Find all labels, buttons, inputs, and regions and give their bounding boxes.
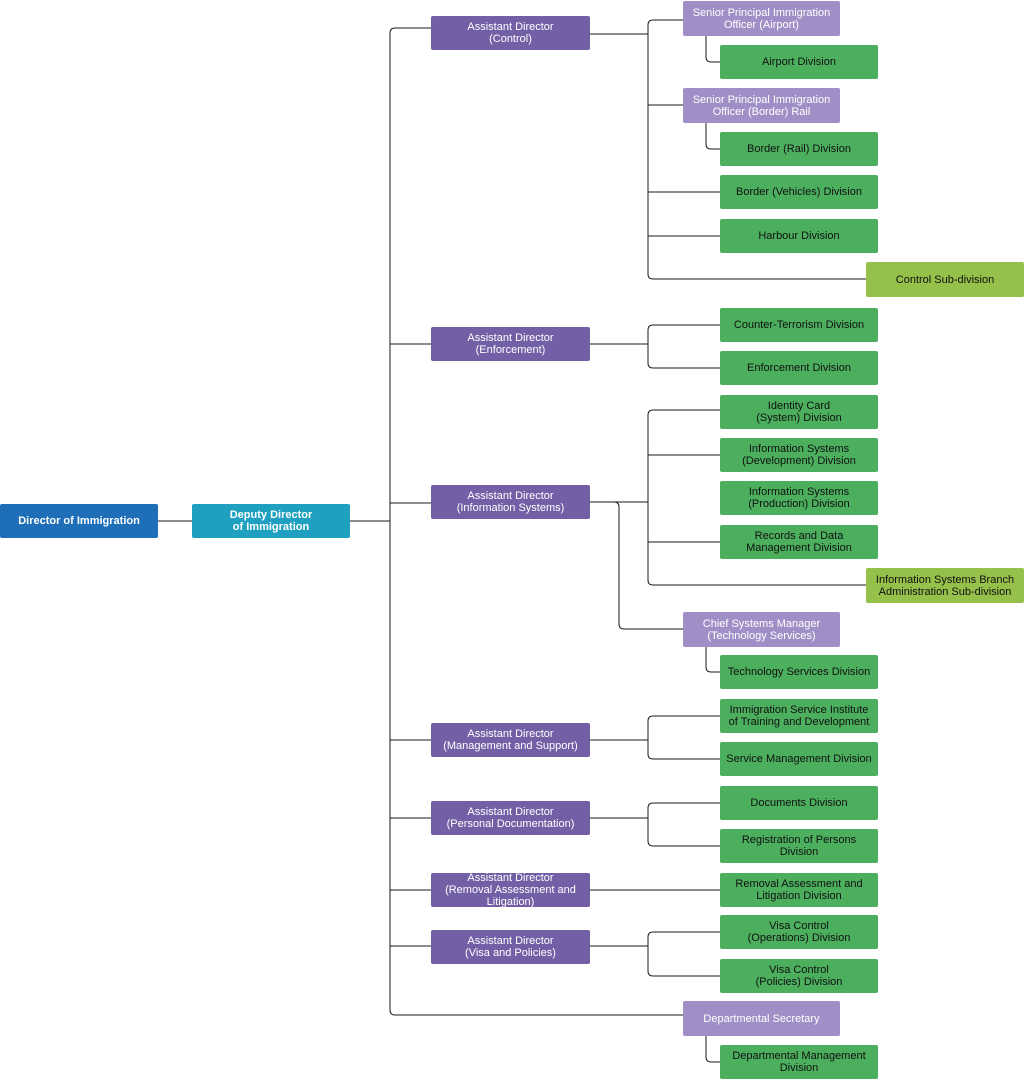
registration-persons-division-label: Registration of Persons Division (741, 834, 857, 858)
control-subdivision-node: Control Sub-division (866, 262, 1024, 297)
ad-enforcement-label: Assistant Director (Enforcement) (467, 332, 554, 356)
registration-persons-division-node: Registration of Persons Division (720, 829, 878, 863)
documents-division-node: Documents Division (720, 786, 878, 820)
is-production-division-node: Information Systems (Production) Divisio… (720, 481, 878, 515)
enforcement-division-node: Enforcement Division (720, 351, 878, 385)
director-label: Director of Immigration (18, 515, 140, 527)
ad-removal-assessment-node: Assistant Director (Removal Assessment a… (431, 872, 590, 908)
ad-enforcement-node: Assistant Director (Enforcement) (431, 327, 590, 361)
identity-card-division-node: Identity Card (System) Division (720, 395, 878, 429)
director-node: Director of Immigration (0, 504, 158, 538)
enforcement-division-label: Enforcement Division (747, 362, 851, 374)
spio-rail-node: Senior Principal Immigration Officer (Bo… (683, 88, 840, 123)
ad-removal-assessment-label: Assistant Director (Removal Assessment a… (445, 872, 576, 908)
documents-division-label: Documents Division (750, 797, 848, 809)
control-subdivision-label: Control Sub-division (895, 273, 995, 286)
ad-management-support-node: Assistant Director (Management and Suppo… (431, 723, 590, 757)
ad-information-systems-label: Assistant Director (Information Systems) (456, 490, 565, 514)
ad-personal-documentation-label: Assistant Director (Personal Documentati… (446, 806, 575, 830)
removal-assessment-division-label: Removal Assessment and Litigation Divisi… (735, 878, 863, 902)
ad-control-label: Assistant Director (Control) (467, 21, 554, 45)
border-vehicles-division-label: Border (Vehicles) Division (736, 186, 862, 198)
departmental-management-division-node: Departmental Management Division (720, 1045, 878, 1079)
chief-systems-manager-label: Chief Systems Manager (Technology Servic… (702, 617, 821, 642)
records-data-division-label: Records and Data Management Division (746, 530, 852, 554)
spio-airport-node: Senior Principal Immigration Officer (Ai… (683, 1, 840, 36)
technology-services-division-node: Technology Services Division (720, 655, 878, 689)
institute-training-division-label: Immigration Service Institute of Trainin… (728, 704, 870, 728)
spio-airport-label: Senior Principal Immigration Officer (Ai… (692, 6, 831, 31)
airport-division-node: Airport Division (720, 45, 878, 79)
is-development-division-label: Information Systems (Development) Divisi… (742, 443, 856, 467)
airport-division-label: Airport Division (762, 56, 836, 68)
departmental-secretary-label: Departmental Secretary (703, 1012, 820, 1025)
records-data-division-node: Records and Data Management Division (720, 525, 878, 559)
is-admin-subdivision-label: Information Systems Branch Administratio… (875, 573, 1015, 598)
ad-information-systems-node: Assistant Director (Information Systems) (431, 485, 590, 519)
institute-training-division-node: Immigration Service Institute of Trainin… (720, 699, 878, 733)
ad-visa-policies-label: Assistant Director (Visa and Policies) (465, 935, 556, 959)
is-production-division-label: Information Systems (Production) Divisio… (748, 486, 850, 510)
is-admin-subdivision-node: Information Systems Branch Administratio… (866, 568, 1024, 603)
departmental-management-division-label: Departmental Management Division (732, 1050, 866, 1074)
deputy-director-label: Deputy Director of Immigration (229, 509, 313, 533)
visa-policies-division-label: Visa Control (Policies) Division (755, 964, 843, 988)
ad-personal-documentation-node: Assistant Director (Personal Documentati… (431, 801, 590, 835)
departmental-secretary-node: Departmental Secretary (683, 1001, 840, 1036)
service-management-division-node: Service Management Division (720, 742, 878, 776)
border-rail-division-node: Border (Rail) Division (720, 132, 878, 166)
harbour-division-label: Harbour Division (758, 230, 840, 242)
removal-assessment-division-node: Removal Assessment and Litigation Divisi… (720, 873, 878, 907)
ad-control-node: Assistant Director (Control) (431, 16, 590, 50)
visa-operations-division-label: Visa Control (Operations) Division (747, 920, 851, 944)
deputy-director-node: Deputy Director of Immigration (192, 504, 350, 538)
technology-services-division-label: Technology Services Division (727, 666, 871, 678)
border-rail-division-label: Border (Rail) Division (747, 143, 851, 155)
visa-policies-division-node: Visa Control (Policies) Division (720, 959, 878, 993)
harbour-division-node: Harbour Division (720, 219, 878, 253)
service-management-division-label: Service Management Division (726, 753, 872, 765)
spio-rail-label: Senior Principal Immigration Officer (Bo… (692, 93, 831, 118)
visa-operations-division-node: Visa Control (Operations) Division (720, 915, 878, 949)
counter-terrorism-division-label: Counter-Terrorism Division (733, 319, 865, 331)
counter-terrorism-division-node: Counter-Terrorism Division (720, 308, 878, 342)
identity-card-division-label: Identity Card (System) Division (756, 400, 842, 424)
ad-management-support-label: Assistant Director (Management and Suppo… (443, 728, 578, 752)
chief-systems-manager-node: Chief Systems Manager (Technology Servic… (683, 612, 840, 647)
border-vehicles-division-node: Border (Vehicles) Division (720, 175, 878, 209)
ad-visa-policies-node: Assistant Director (Visa and Policies) (431, 930, 590, 964)
is-development-division-node: Information Systems (Development) Divisi… (720, 438, 878, 472)
